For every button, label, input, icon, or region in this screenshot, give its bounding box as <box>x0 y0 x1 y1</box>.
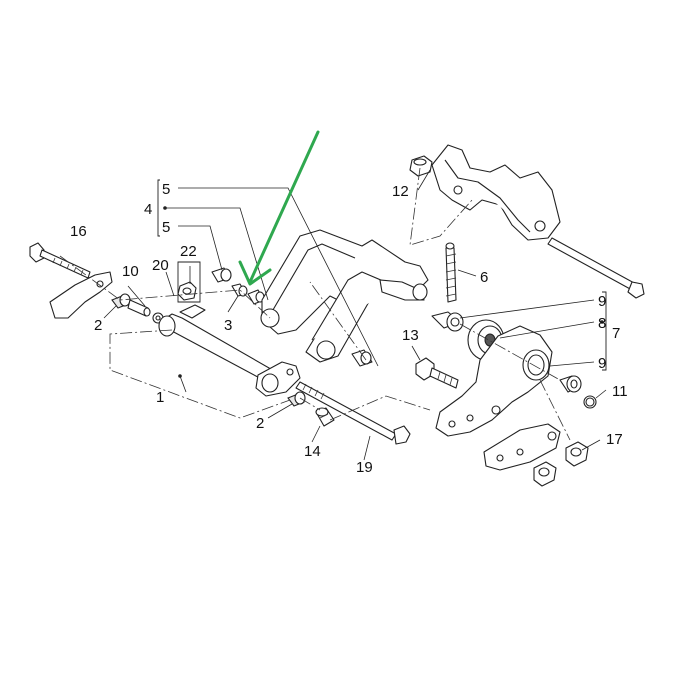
sleeve-10 <box>127 299 151 317</box>
callout-17: 17 <box>606 431 623 448</box>
callout-6: 6 <box>480 269 488 286</box>
callout-1: 1 <box>156 389 164 406</box>
bolt-19 <box>295 381 411 445</box>
bushing-2b <box>287 391 306 407</box>
callout-labels: 5 4 5 16 22 10 20 2 3 1 2 14 19 13 12 6 … <box>70 181 628 476</box>
bushing-3 <box>231 283 248 297</box>
bearing-9a <box>431 311 464 332</box>
callout-10: 10 <box>122 263 139 280</box>
bushing-9b <box>559 375 582 393</box>
callout-13: 13 <box>402 327 419 344</box>
swing-arm <box>260 229 429 363</box>
nut-12 <box>409 155 433 177</box>
bushing-5c <box>351 349 373 367</box>
circlip-11 <box>583 395 597 409</box>
callout-16: 16 <box>70 223 87 240</box>
callout-5-top: 5 <box>162 181 170 198</box>
highlight-arrow <box>238 130 320 286</box>
group-bracket-4 <box>157 179 167 237</box>
callout-19: 19 <box>356 459 373 476</box>
leader-lines <box>103 169 607 461</box>
group-bracket-22 <box>177 261 201 303</box>
bolt-13 <box>415 357 459 389</box>
bolt-upper-right <box>547 237 645 299</box>
callout-3: 3 <box>224 317 232 334</box>
stud-14 <box>315 407 335 427</box>
callout-5-bottom: 5 <box>162 219 170 236</box>
bolt-16 <box>29 242 91 279</box>
end-plate-1 <box>255 361 301 397</box>
callout-9-bottom: 9 <box>598 355 606 372</box>
pivot-arm-7 <box>435 325 553 437</box>
group-bracket-1 <box>178 374 182 378</box>
bushing-5a <box>211 267 232 283</box>
callout-22: 22 <box>180 243 197 260</box>
callout-2-right: 2 <box>256 415 264 432</box>
callout-12: 12 <box>392 183 409 200</box>
callout-7: 7 <box>612 325 620 342</box>
callout-20: 20 <box>152 257 169 274</box>
callout-4: 4 <box>144 201 152 218</box>
lower-plate <box>483 423 561 471</box>
side-bracket <box>49 271 113 319</box>
assembly-lines <box>59 167 571 441</box>
frame-bracket <box>431 144 561 241</box>
callout-9-top: 9 <box>598 293 606 310</box>
callout-11: 11 <box>612 383 628 400</box>
callout-8: 8 <box>598 315 606 332</box>
spring-6 <box>445 242 457 303</box>
nut-17b <box>533 461 557 487</box>
nut-17a <box>565 441 589 467</box>
group-bracket-7 <box>600 291 607 371</box>
callout-14: 14 <box>304 443 321 460</box>
nut-22 <box>177 281 197 301</box>
callout-2-left: 2 <box>94 317 102 334</box>
